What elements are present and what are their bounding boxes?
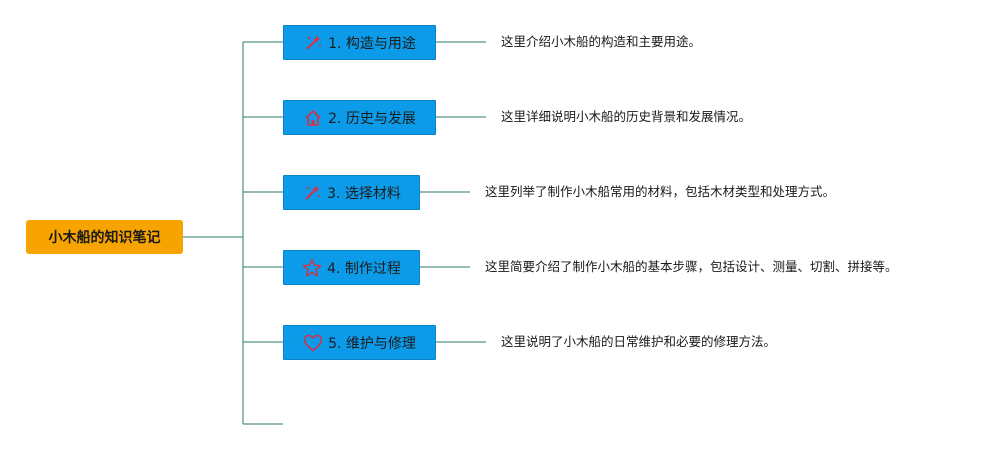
branch-topic-3-label: 3. 选择材料 <box>327 185 401 202</box>
magic-wand-icon <box>302 183 322 203</box>
branch-topic-1-label: 1. 构造与用途 <box>328 35 416 52</box>
root-topic[interactable]: 小木船的知识笔记 <box>26 220 183 254</box>
branch-1-description: 这里介绍小木船的构造和主要用途。 <box>501 34 702 49</box>
branch-3-description: 这里列举了制作小木船常用的材料，包括木材类型和处理方式。 <box>485 184 836 199</box>
magic-wand-icon <box>303 33 323 53</box>
branch-topic-5-label: 5. 维护与修理 <box>328 335 416 352</box>
heart-icon <box>303 333 323 353</box>
branch-topic-4-label: 4. 制作过程 <box>327 260 401 277</box>
branch-topic-1[interactable]: 1. 构造与用途 <box>283 25 436 60</box>
branch-5-description: 这里说明了小木船的日常维护和必要的修理方法。 <box>501 334 777 349</box>
branch-4-description: 这里简要介绍了制作小木船的基本步骤，包括设计、测量、切割、拼接等。 <box>485 259 898 274</box>
branch-topic-4[interactable]: 4. 制作过程 <box>283 250 420 285</box>
star-icon <box>302 258 322 278</box>
branch-topic-5[interactable]: 5. 维护与修理 <box>283 325 436 360</box>
branch-2-description: 这里详细说明小木船的历史背景和发展情况。 <box>501 109 752 124</box>
branch-topic-2[interactable]: 2. 历史与发展 <box>283 100 436 135</box>
branch-topic-2-label: 2. 历史与发展 <box>328 110 416 127</box>
home-icon <box>303 108 323 128</box>
branch-topic-3[interactable]: 3. 选择材料 <box>283 175 420 210</box>
root-topic-label: 小木船的知识笔记 <box>48 230 161 246</box>
